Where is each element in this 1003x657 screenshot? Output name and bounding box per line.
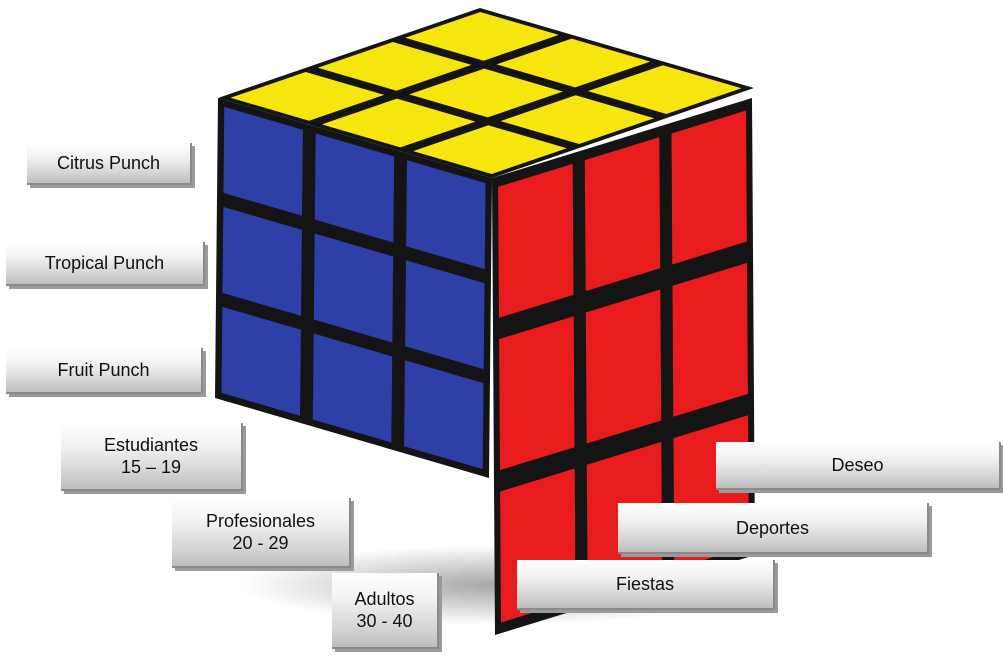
label-tropical-punch-text: Tropical Punch — [45, 252, 164, 274]
right-face-tile — [672, 111, 747, 265]
label-deportes: Deportes — [618, 503, 929, 554]
label-fiestas-text: Fiestas — [616, 573, 674, 595]
label-tropical-punch: Tropical Punch — [6, 242, 205, 286]
segment-adultos-name: Adultos — [354, 588, 414, 610]
label-citrus-punch-text: Citrus Punch — [57, 152, 160, 174]
label-segment-adultos: Adultos 30 - 40 — [332, 573, 439, 649]
segment-estudiantes-name: Estudiantes — [104, 434, 198, 456]
label-fruit-punch-text: Fruit Punch — [57, 359, 149, 381]
label-fiestas: Fiestas — [517, 560, 775, 610]
segment-profesionales-ages: 20 - 29 — [232, 532, 288, 554]
label-fruit-punch: Fruit Punch — [6, 348, 203, 394]
label-citrus-punch: Citrus Punch — [27, 143, 192, 185]
right-face-tile — [498, 164, 573, 318]
segment-adultos-ages: 30 - 40 — [356, 610, 412, 632]
label-segment-profesionales: Profesionales 20 - 29 — [172, 498, 351, 568]
label-deseo-text: Deseo — [831, 454, 883, 476]
right-face-tile — [499, 316, 574, 470]
label-deseo: Deseo — [716, 442, 1001, 490]
segment-profesionales-name: Profesionales — [206, 510, 315, 532]
right-face-tile — [586, 290, 661, 444]
right-face-tile — [673, 263, 748, 417]
right-face-tile — [585, 137, 660, 291]
label-deportes-text: Deportes — [736, 517, 809, 539]
label-segment-estudiantes: Estudiantes 15 – 19 — [61, 423, 243, 491]
segment-estudiantes-ages: 15 – 19 — [121, 456, 181, 478]
